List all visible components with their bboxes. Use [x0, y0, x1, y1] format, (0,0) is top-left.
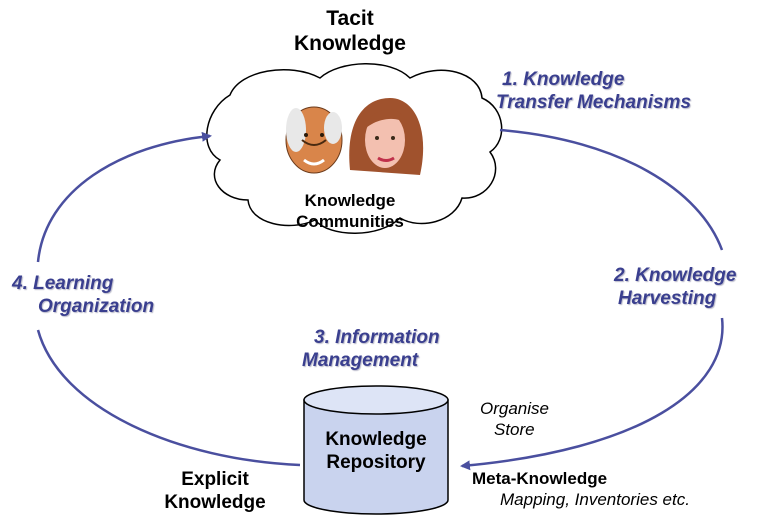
arrow-learning-to-cloud	[36, 131, 212, 263]
woman-icon	[349, 98, 424, 175]
elderly-man-icon	[285, 106, 343, 174]
arrow-repository-to-learning	[36, 329, 301, 467]
arrow-harvesting-to-repository	[460, 317, 724, 471]
arrow-cloud-to-harvesting	[499, 128, 724, 251]
knowledge-repository-cylinder	[303, 385, 449, 515]
